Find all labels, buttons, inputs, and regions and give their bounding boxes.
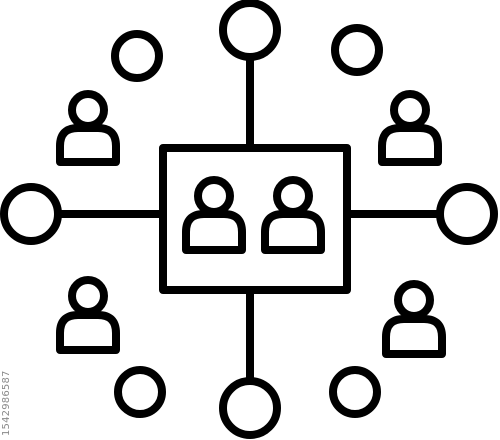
person-icon-center-right bbox=[261, 176, 325, 254]
person-icon-bottom-right bbox=[382, 280, 446, 358]
team-box bbox=[159, 144, 351, 294]
stock-id-text: 1542986587 bbox=[1, 370, 12, 436]
person-icon-bottom-left bbox=[56, 276, 120, 354]
node-left bbox=[0, 183, 62, 245]
person-icon-top-right bbox=[378, 90, 442, 166]
person-icon-top-left bbox=[56, 90, 120, 166]
node-small-bottom-left bbox=[114, 366, 166, 418]
node-small-top-right bbox=[331, 24, 383, 76]
node-top bbox=[219, 0, 281, 61]
node-small-bottom-right bbox=[329, 366, 381, 418]
node-bottom bbox=[219, 377, 281, 439]
node-small-top-left bbox=[111, 30, 163, 82]
node-right bbox=[436, 183, 498, 245]
person-icon-center-left bbox=[182, 176, 246, 254]
